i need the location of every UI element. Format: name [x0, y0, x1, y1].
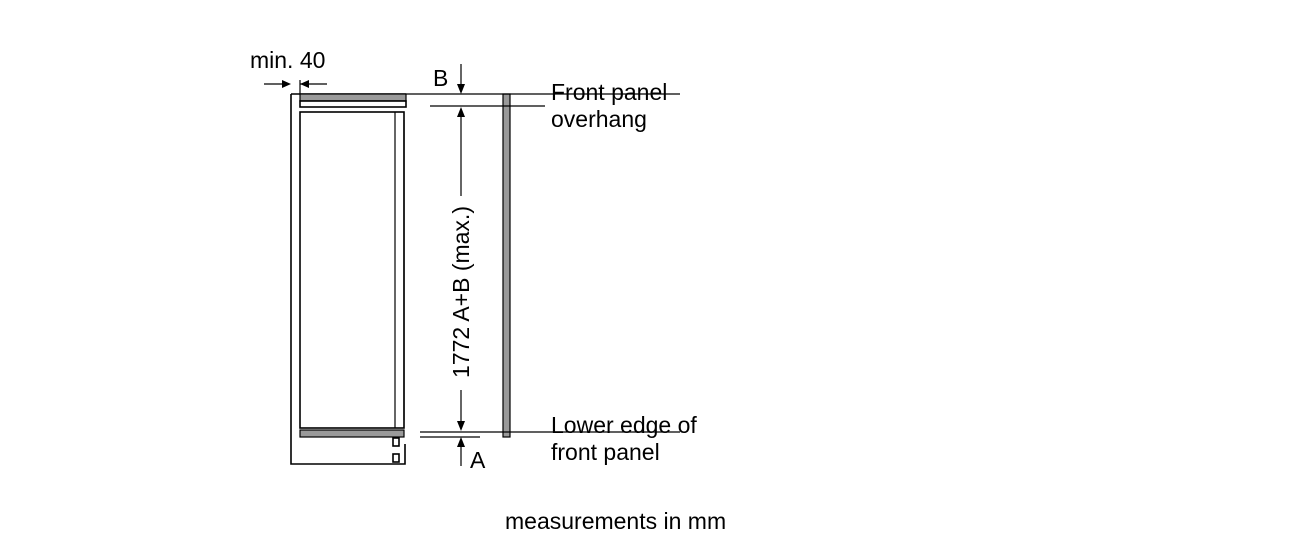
height-dimension-label: 1772 A+B (max.): [448, 206, 474, 378]
front-panel: [502, 93, 511, 438]
lower-edge-label-line2: front panel: [551, 439, 660, 465]
top-board-lower: [299, 100, 407, 108]
top-board: [299, 93, 407, 102]
min-gap-label: min. 40: [250, 47, 325, 73]
front-overhang-label-line2: overhang: [551, 106, 647, 132]
lower-edge-label-line1: Lower edge of: [551, 412, 697, 438]
height-dimension: [457, 107, 465, 431]
front-overhang-label-line1: Front panel: [551, 79, 667, 105]
bottom-foot-upper: [392, 437, 400, 447]
min-gap-dimension: [264, 80, 327, 94]
dim-b-arrow: [457, 64, 465, 94]
measurement-units-note: measurements in mm: [505, 508, 726, 534]
dim-a-label: A: [470, 447, 486, 473]
appliance-body: [299, 111, 405, 429]
dim-a-arrow: [457, 437, 465, 466]
bottom-board: [299, 429, 405, 438]
dim-b-label: B: [433, 65, 448, 91]
bottom-foot-lower: [392, 453, 400, 463]
